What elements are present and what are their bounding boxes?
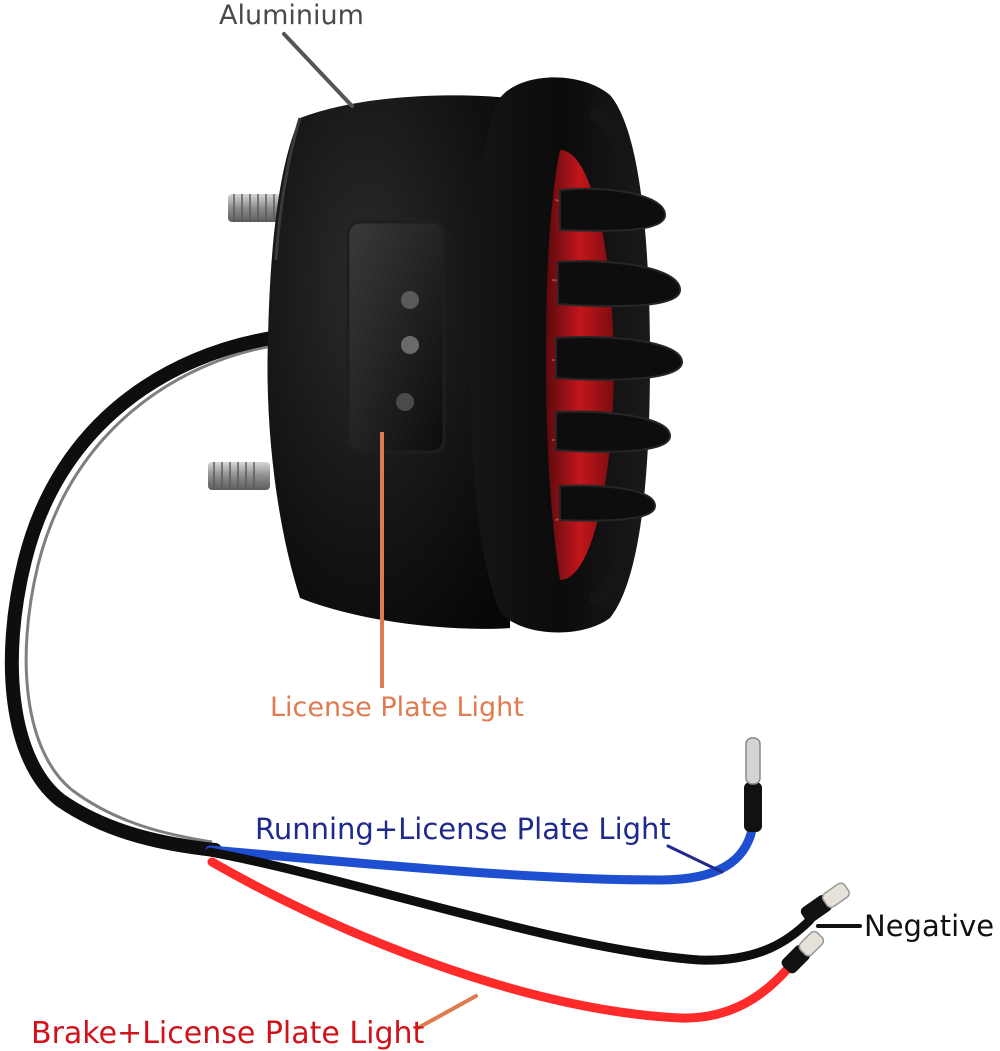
led-3 bbox=[396, 393, 414, 411]
running-license-plate-light-label: Running+License Plate Light bbox=[255, 812, 671, 846]
license-plate-light-label: License Plate Light bbox=[270, 692, 524, 723]
grille-clips bbox=[590, 107, 634, 605]
blue-wire bbox=[205, 825, 757, 885]
mounting-studs bbox=[208, 194, 286, 490]
grille-fins bbox=[555, 187, 684, 522]
negative-label: Negative bbox=[864, 909, 995, 943]
running-pointer bbox=[666, 844, 724, 874]
cable-sheath bbox=[4, 331, 279, 857]
led-2 bbox=[401, 336, 419, 354]
red-wire bbox=[207, 857, 800, 1023]
black-wire-connector bbox=[800, 882, 850, 924]
license-plate-window bbox=[346, 220, 446, 454]
aluminium-label: Aluminium bbox=[219, 0, 364, 31]
black-wire bbox=[205, 847, 815, 965]
red-wire-connector bbox=[781, 930, 825, 974]
blue-wire-connector bbox=[744, 737, 762, 832]
aluminium-pointer bbox=[282, 32, 354, 108]
led-1 bbox=[401, 291, 419, 309]
brake-pointer bbox=[416, 994, 478, 1030]
brake-license-plate-light-label: Brake+License Plate Light bbox=[31, 1016, 425, 1051]
